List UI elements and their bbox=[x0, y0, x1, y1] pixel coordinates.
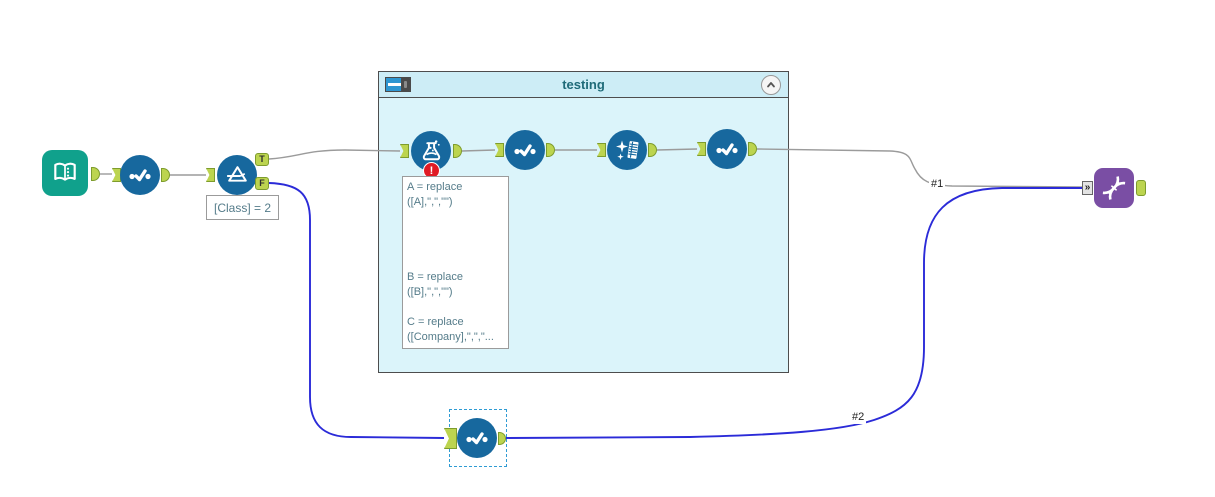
select-tool-4[interactable] bbox=[457, 418, 497, 458]
check-icon bbox=[466, 432, 488, 445]
formula-annotation[interactable]: A = replace ([A],",","") B = replace ([B… bbox=[402, 176, 509, 349]
container-toggle-icon[interactable] bbox=[385, 77, 411, 92]
select-tool-2[interactable] bbox=[505, 130, 545, 170]
filter-true-anchor[interactable]: T bbox=[255, 153, 269, 166]
connection-formula-to-select[interactable] bbox=[461, 149, 496, 152]
input-data-tool[interactable] bbox=[42, 150, 88, 196]
chevron-up-icon bbox=[767, 82, 775, 88]
tool-container-header[interactable]: testing bbox=[379, 72, 788, 98]
select-tool-3[interactable] bbox=[707, 129, 747, 169]
flask-icon bbox=[422, 139, 440, 160]
toggle-line bbox=[388, 83, 403, 86]
toggle-knob bbox=[401, 77, 410, 92]
filter-false-anchor[interactable]: F bbox=[255, 177, 269, 190]
book-icon bbox=[54, 162, 76, 181]
check-icon bbox=[514, 144, 536, 157]
union-output-anchor[interactable] bbox=[1136, 180, 1146, 196]
select4-input-anchor[interactable] bbox=[444, 428, 457, 449]
union-input-anchor[interactable]: » bbox=[1082, 181, 1093, 195]
filter-annotation[interactable]: [Class] = 2 bbox=[206, 195, 279, 220]
filter-input-anchor[interactable] bbox=[206, 168, 215, 182]
container-collapse-button[interactable] bbox=[761, 75, 781, 95]
funnel-icon bbox=[226, 165, 247, 182]
select-tool-1[interactable] bbox=[120, 155, 160, 195]
connection-label-2: #2 bbox=[850, 411, 867, 424]
cleansing-output-anchor[interactable] bbox=[648, 143, 657, 157]
union-tool[interactable] bbox=[1094, 168, 1134, 208]
check-icon bbox=[129, 169, 151, 182]
connection-label-1: #1 bbox=[929, 178, 946, 191]
helix-icon bbox=[1102, 176, 1126, 200]
connection-filter-true-to-formula[interactable] bbox=[268, 149, 401, 160]
select2-output-anchor[interactable] bbox=[546, 143, 555, 157]
filter-tool[interactable] bbox=[217, 155, 257, 195]
sparkle-table-icon bbox=[615, 140, 639, 160]
select1-output-anchor[interactable] bbox=[161, 168, 170, 182]
check-icon bbox=[716, 143, 738, 156]
formula-output-anchor[interactable] bbox=[453, 144, 462, 158]
input-data-output-anchor[interactable] bbox=[91, 167, 100, 181]
select3-output-anchor[interactable] bbox=[748, 142, 757, 156]
container-title: testing bbox=[562, 77, 605, 92]
connection-filter-false-to-select[interactable] bbox=[268, 182, 445, 439]
select4-output-anchor[interactable] bbox=[498, 432, 506, 445]
connection-cleansing-to-select[interactable] bbox=[656, 148, 698, 151]
data-cleansing-tool[interactable] bbox=[607, 130, 647, 170]
connection-select-to-union-2[interactable] bbox=[505, 187, 1082, 439]
connection-select-to-union-1[interactable] bbox=[756, 148, 1083, 188]
